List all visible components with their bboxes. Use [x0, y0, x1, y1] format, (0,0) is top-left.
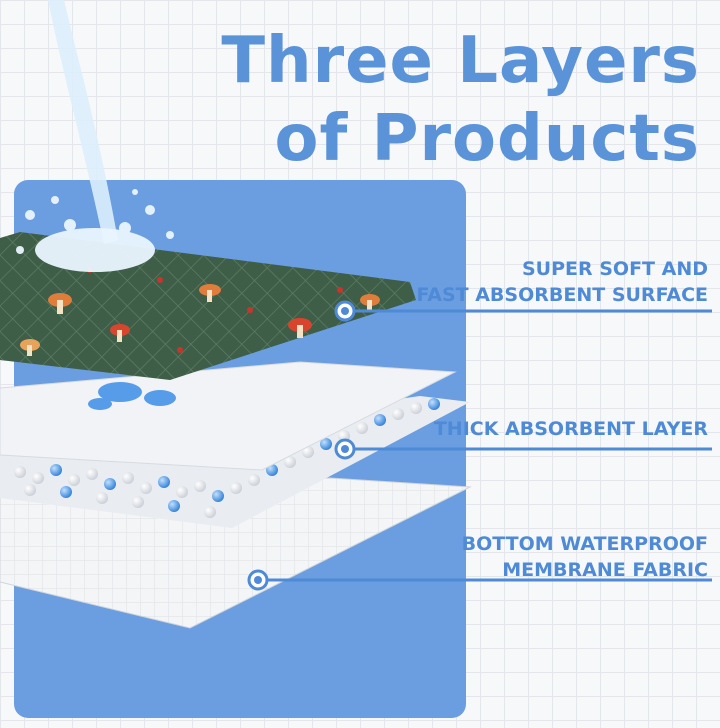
surface-layer-label: SUPER SOFT AND FAST ABSORBENT SURFACE	[416, 256, 708, 308]
page-title: Three Layers of Products	[200, 22, 700, 178]
surface-layer-line-2: FAST ABSORBENT SURFACE	[416, 284, 708, 306]
absorbent-layer-line-1: THICK ABSORBENT LAYER	[433, 418, 708, 440]
water-splash	[16, 189, 174, 272]
title-line-1: Three Layers	[221, 24, 700, 98]
absorbent-layer-label: THICK ABSORBENT LAYER	[434, 416, 708, 442]
mushroom-print	[20, 267, 380, 356]
title-line-2: of Products	[274, 102, 700, 176]
leader-surface	[334, 300, 712, 322]
leader-membrane	[247, 569, 712, 591]
absorbent-beads	[14, 398, 440, 518]
membrane-layer-label: BOTTOM WATERPROOF MEMBRANE FABRIC	[462, 531, 708, 583]
membrane-layer-line-1: BOTTOM WATERPROOF	[461, 533, 708, 555]
membrane-layer-line-2: MEMBRANE FABRIC	[502, 559, 708, 581]
absorbed-water-droplets	[88, 382, 176, 410]
water-stream	[48, 0, 118, 244]
surface-layer-line-1: SUPER SOFT AND	[521, 258, 708, 280]
leader-absorbent	[334, 438, 712, 460]
